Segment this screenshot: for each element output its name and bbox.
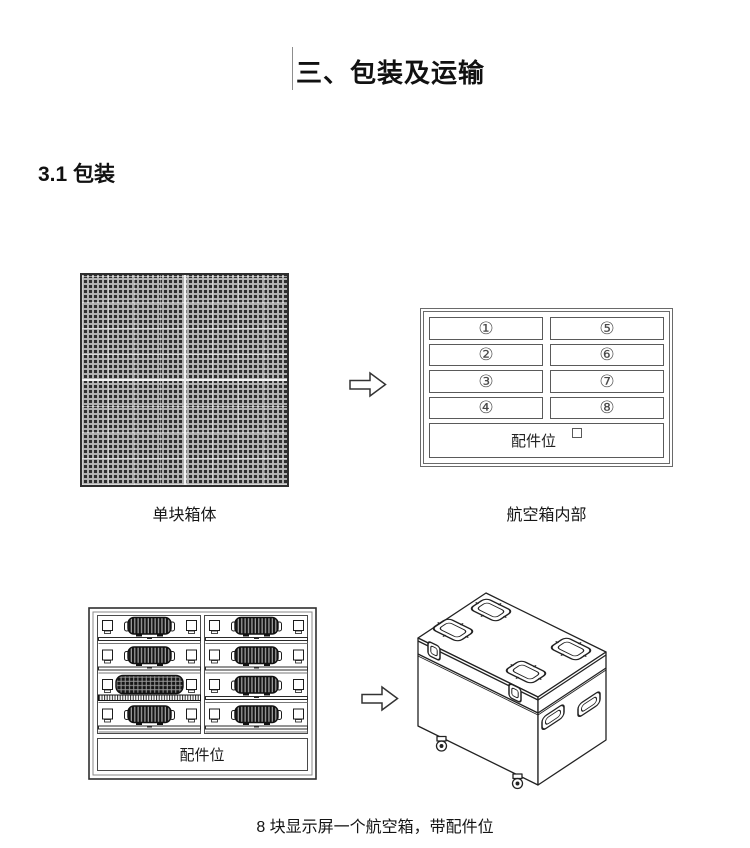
slot-8-number: ⑧: [599, 398, 615, 418]
section-heading: 3.1 包装: [38, 163, 116, 186]
slot-6: ⑥: [550, 343, 664, 366]
slot-5: ⑤: [550, 317, 664, 340]
case-front-accessory-label: 配件位: [179, 747, 224, 764]
latch-icon: [427, 641, 522, 703]
case-interior-border: ① ② ③ ④ ⑤ ⑥ ⑦ ⑧ 配件位: [423, 311, 670, 464]
slot-5-number: ⑤: [599, 318, 615, 338]
accessory-label: 配件位: [510, 433, 556, 450]
small-square-icon: [572, 427, 582, 438]
single-cabinet-figure: [80, 273, 289, 487]
slot-2-number: ②: [478, 345, 494, 365]
right-arrow-icon: [361, 685, 399, 712]
page-title: 三、包装及运输: [296, 58, 486, 88]
figure-caption: 8 块显示屏一个航空箱，带配件位: [256, 819, 494, 836]
case-front-figure: 配件位: [88, 607, 317, 780]
slot-7: ⑦: [550, 370, 664, 393]
slot-1: ①: [429, 317, 543, 340]
slot-7-number: ⑦: [599, 371, 615, 391]
accessory-area: 配件位: [429, 423, 664, 458]
flight-case-3d-figure: [417, 592, 607, 790]
slot-3: ③: [429, 370, 543, 393]
single-cabinet-label: 单块箱体: [152, 507, 217, 524]
slot-3-number: ③: [478, 371, 494, 391]
stacking-cup-icon: [432, 598, 592, 684]
slot-2: ②: [429, 343, 543, 366]
caster-wheel-icon: [435, 735, 524, 790]
slot-6-number: ⑥: [599, 345, 615, 365]
case-interior-figure: ① ② ③ ④ ⑤ ⑥ ⑦ ⑧ 配件位: [420, 308, 673, 467]
handle-icon: [541, 691, 601, 731]
slot-4-number: ④: [478, 398, 494, 418]
case-interior-label: 航空箱内部: [506, 507, 587, 524]
slot-4: ④: [429, 396, 543, 419]
slot-1-number: ①: [478, 318, 494, 338]
right-arrow-icon: [349, 371, 387, 398]
text-cursor: [292, 47, 293, 90]
slot-8: ⑧: [550, 396, 664, 419]
